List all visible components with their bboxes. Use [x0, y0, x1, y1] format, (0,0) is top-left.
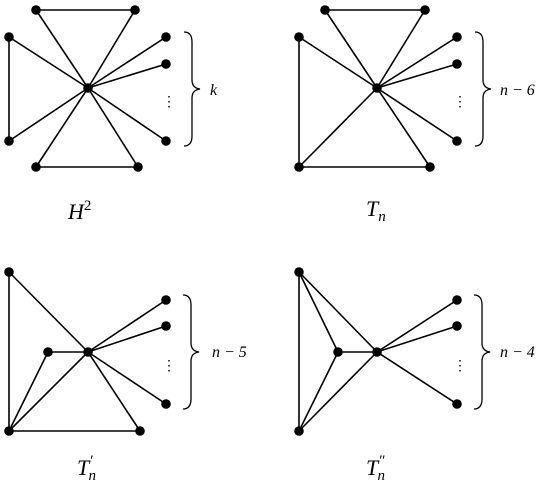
graph-h2-nodes [4, 5, 171, 172]
count-label: k [210, 82, 218, 99]
edge [298, 351, 378, 432]
vertex [294, 32, 304, 42]
vertex [4, 426, 14, 436]
edge [376, 299, 458, 353]
edge [87, 351, 167, 405]
center-vertex [372, 347, 382, 357]
vertex [135, 426, 145, 436]
graph-label: Tn [366, 196, 386, 225]
graph-tn: ⋮ n − 6 Tn [294, 5, 535, 225]
edge [8, 351, 89, 432]
graph-label: T″n [366, 453, 386, 484]
edge [87, 325, 167, 353]
leaf-vertex [161, 295, 171, 305]
vertex [420, 5, 430, 15]
edge [87, 36, 167, 89]
leaf-vertex [452, 399, 462, 409]
edge [8, 87, 89, 142]
vertex [425, 162, 435, 172]
count-label: n − 4 [500, 344, 535, 361]
ellipsis-dots: ⋮ [162, 358, 176, 374]
center-vertex [83, 347, 93, 357]
edge [8, 351, 49, 432]
edge [376, 87, 458, 142]
graph-h2-edges [8, 9, 167, 168]
leaf-vertex [161, 321, 171, 331]
graph-tn-double-prime-edges [298, 271, 458, 432]
leaf-vertex [452, 59, 462, 69]
vertex [320, 5, 330, 15]
vertex [4, 267, 14, 277]
edge [376, 9, 426, 89]
edge [376, 351, 458, 405]
edge [376, 63, 458, 89]
count-label: n − 5 [212, 344, 247, 361]
edge [298, 87, 378, 168]
leaf-vertex [161, 32, 171, 42]
edge [87, 63, 167, 89]
ellipsis-dots: ⋮ [453, 94, 467, 110]
count-label: n − 6 [500, 82, 535, 99]
brace [182, 294, 200, 410]
graph-tn-edges [298, 9, 458, 168]
edge [35, 87, 89, 168]
graph-h2: ⋮ k H2 [4, 5, 218, 224]
graph-tn-double-prime-nodes [294, 267, 462, 436]
center-vertex [372, 83, 382, 93]
edge [376, 36, 458, 89]
graph-tn-double-prime: ⋮ n − 4 T″n [294, 267, 535, 484]
brace [473, 294, 491, 410]
edge [376, 325, 458, 353]
graph-tn-prime-edges [8, 271, 167, 432]
edge [8, 271, 89, 353]
leaf-vertex [161, 399, 171, 409]
vertex [294, 162, 304, 172]
vertex [31, 162, 41, 172]
edge [87, 351, 141, 432]
vertex [4, 136, 14, 146]
edge [298, 271, 378, 353]
edge [324, 9, 378, 89]
leaf-vertex [452, 295, 462, 305]
leaf-vertex [452, 32, 462, 42]
edge [8, 36, 89, 89]
edge [298, 271, 339, 353]
edge [87, 9, 136, 89]
ellipsis-dots: ⋮ [453, 358, 467, 374]
leaf-vertex [452, 136, 462, 146]
edge [298, 36, 378, 89]
graph-label: T′n [77, 453, 96, 484]
leaf-vertex [452, 321, 462, 331]
graph-tn-prime-nodes [4, 267, 171, 436]
graph-label: H2 [67, 198, 91, 224]
edge [87, 87, 139, 168]
graph-tn-prime: ⋮ n − 5 T′n [4, 267, 247, 484]
edge [87, 87, 167, 142]
leaf-vertex [161, 136, 171, 146]
vertex [4, 32, 14, 42]
brace [183, 31, 201, 147]
leaf-vertex [161, 59, 171, 69]
vertex [133, 162, 143, 172]
edge [376, 87, 431, 168]
brace [474, 31, 492, 147]
ellipsis-dots: ⋮ [162, 94, 176, 110]
edge [35, 9, 89, 89]
vertex [130, 5, 140, 15]
vertex [294, 267, 304, 277]
vertex [294, 426, 304, 436]
edge [298, 351, 339, 432]
vertex [333, 347, 343, 357]
edge [87, 299, 167, 353]
graph-tn-nodes [294, 5, 462, 172]
vertex [31, 5, 41, 15]
vertex [43, 347, 53, 357]
center-vertex [83, 83, 93, 93]
